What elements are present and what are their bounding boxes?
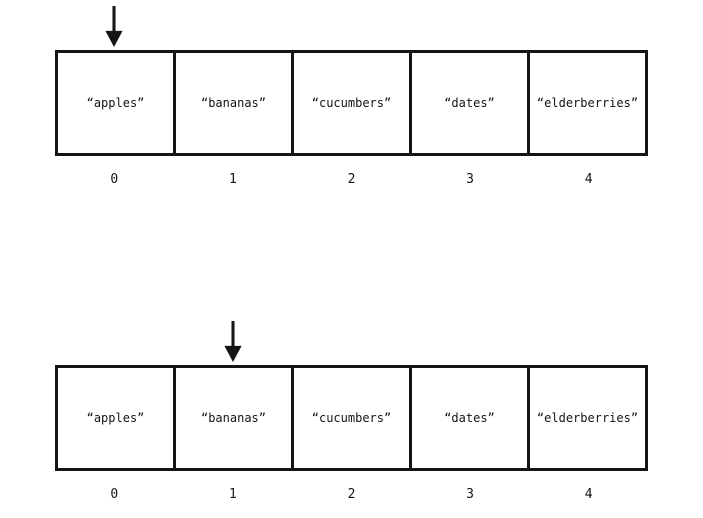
index-label: 2 [347,172,356,187]
index-row: 0 1 2 3 4 [55,172,648,187]
index-label: 4 [584,487,593,502]
cell-value: “cucumbers” [311,411,392,425]
cell-value: “apples” [86,411,145,425]
index-row: 0 1 2 3 4 [55,487,648,502]
array-cell: “bananas” [176,368,294,468]
array-cell: “apples” [58,368,176,468]
array-box: “apples” “bananas” “cucumbers” “dates” “… [55,50,648,156]
cell-value: “dates” [444,411,495,425]
index-label: 3 [466,172,474,187]
index-label: 3 [466,487,474,502]
array-cell: “dates” [412,368,530,468]
array-diagram-after: “apples” “bananas” “cucumbers” “dates” “… [55,321,648,502]
cell-value: “bananas” [200,411,267,425]
pointer-arrow-layer [55,6,648,50]
array-cell: “bananas” [176,53,294,153]
index-label: 1 [228,172,237,187]
cell-value: “dates” [444,96,495,110]
index-label: 0 [110,172,119,187]
array-cell: “apples” [58,53,176,153]
pointer-arrow-layer [55,321,648,365]
array-cell: “elderberries” [530,368,645,468]
index-label: 4 [584,172,593,187]
array-diagram-before: “apples” “bananas” “cucumbers” “dates” “… [55,6,648,187]
cell-value: “elderberries” [536,411,639,425]
array-cell: “cucumbers” [294,53,412,153]
cell-value: “elderberries” [536,96,639,110]
array-cell: “elderberries” [530,53,645,153]
cell-value: “cucumbers” [311,96,392,110]
cell-value: “bananas” [200,96,267,110]
down-arrow-icon [105,6,123,48]
down-arrow-icon [224,321,242,363]
index-label: 0 [110,487,119,502]
index-label: 1 [228,487,237,502]
array-cell: “dates” [412,53,530,153]
array-cell: “cucumbers” [294,368,412,468]
index-label: 2 [347,487,356,502]
cell-value: “apples” [86,96,145,110]
array-box: “apples” “bananas” “cucumbers” “dates” “… [55,365,648,471]
